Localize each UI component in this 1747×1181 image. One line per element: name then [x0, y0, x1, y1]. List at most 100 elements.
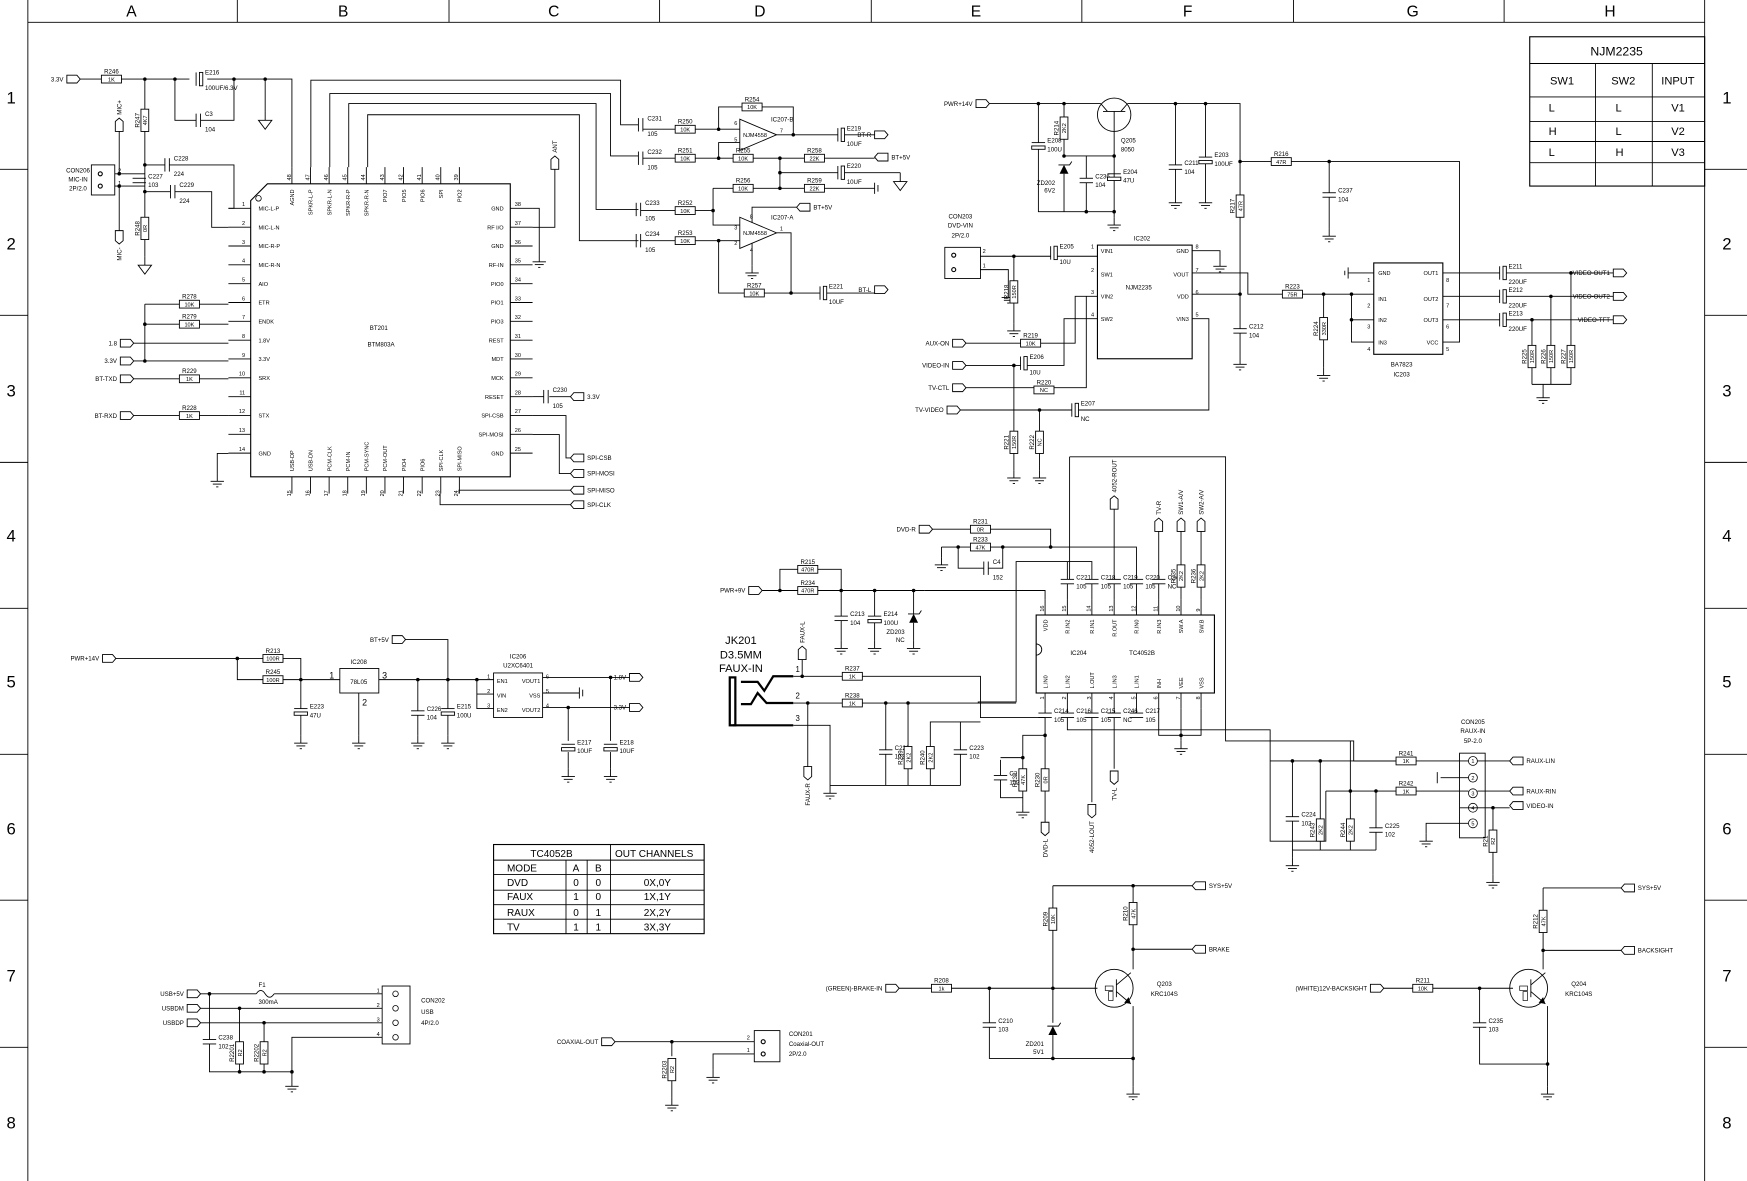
net-label[interactable]: VIDEO-IN	[1509, 801, 1554, 810]
net-label[interactable]: USBDM	[162, 1003, 202, 1013]
net-label[interactable]: VIDEO-OUT1	[1573, 268, 1628, 278]
net-label[interactable]: BT-R	[857, 130, 889, 140]
table-header: MODE	[507, 863, 537, 874]
net-label[interactable]: 1.8	[108, 338, 135, 348]
net-label[interactable]: MIC+	[114, 100, 124, 132]
net-label[interactable]: PWR+14V	[70, 654, 117, 663]
pin-number: 30	[515, 353, 521, 359]
pin-number: 6	[1154, 696, 1160, 699]
wire	[458, 489, 571, 494]
net-flag-icon	[102, 654, 117, 663]
net-label[interactable]: RAUX-RIN	[1509, 786, 1556, 796]
net-label[interactable]: BACKSIGHT	[1620, 946, 1673, 955]
net-label[interactable]: (GREEN)-BRAKE-IN	[826, 983, 900, 993]
junction-dot	[956, 545, 960, 549]
pin-number: 2	[1091, 268, 1094, 274]
net-label[interactable]: VIDEO-IN	[922, 361, 967, 370]
net-label[interactable]: SYS+5V	[1191, 881, 1233, 891]
net-label[interactable]: BT+5V	[370, 635, 407, 644]
net-label[interactable]: BT-RXD	[95, 411, 135, 420]
net-label[interactable]: TV-CTL	[928, 383, 967, 393]
net-name: SW2-A/V	[1198, 489, 1205, 515]
component-value: 10K	[749, 291, 759, 297]
net-name: AUX-ON	[925, 340, 949, 347]
component-ref: R236	[1190, 568, 1197, 583]
net-label[interactable]: VIDEO-TFT	[1578, 315, 1628, 325]
pin-label: VOUT	[1173, 272, 1189, 278]
net-label[interactable]: SPI-CSB	[569, 453, 612, 463]
column-label: E	[971, 4, 981, 21]
net-label[interactable]: PWR+14V	[944, 99, 990, 108]
net-label[interactable]: SW2-A/V	[1196, 489, 1206, 532]
net-label[interactable]: ANT	[550, 140, 560, 170]
ic-ic202: IC202NJM22351VIN18GND2SW17VOUT3VIN26VDD4…	[1091, 236, 1199, 360]
net-label[interactable]: SYS+5V	[1620, 883, 1662, 893]
pin-number: 13	[239, 428, 245, 434]
net-label[interactable]: BRAKE	[1191, 944, 1230, 954]
net-label[interactable]: TV-R	[1154, 500, 1164, 532]
net-label[interactable]: TV-L	[1109, 770, 1119, 801]
pin-label: PIO7	[383, 189, 389, 202]
net-label[interactable]: DVD-L	[1040, 821, 1050, 857]
component-value: 104	[205, 126, 216, 133]
net-label[interactable]: VIDEO-OUT2	[1573, 292, 1628, 301]
wire	[329, 93, 639, 168]
net-label[interactable]: SPI-MOSI	[569, 469, 615, 478]
net-label[interactable]: BT-L	[858, 285, 889, 295]
pin-number: 2	[796, 692, 800, 701]
pin-label: USB-DP	[290, 450, 296, 471]
net-label[interactable]: 3.3V	[51, 74, 81, 84]
net-label[interactable]: MIC-	[114, 230, 124, 261]
wire	[762, 106, 794, 135]
component-value: 102	[1385, 832, 1396, 839]
net-label[interactable]: SPI-CLK	[569, 500, 611, 510]
net-label[interactable]: (WHITE)12V-BACKSIGHT	[1295, 983, 1385, 993]
net-flag-icon	[569, 500, 585, 510]
net-label[interactable]: 4052-ROUT	[1109, 459, 1119, 510]
pin-number: 43	[380, 174, 386, 180]
net-label[interactable]: DVD-R	[896, 524, 934, 534]
net-label[interactable]: 3.3V	[104, 356, 135, 366]
wire	[1120, 103, 1128, 112]
junction-dot	[789, 291, 793, 295]
net-label[interactable]: BT+5V	[874, 152, 911, 162]
component-ref: E203	[1214, 152, 1229, 159]
wire	[1192, 272, 1283, 295]
net-label[interactable]: FAUX-L	[797, 621, 807, 661]
pin-number: 5	[1471, 822, 1474, 828]
net-label[interactable]: AUX-ON	[925, 338, 967, 348]
net-label[interactable]: BT-TXD	[95, 374, 135, 384]
row-label: 5	[1722, 672, 1731, 691]
net-name: TV-CTL	[928, 385, 950, 392]
pin-number: 8	[1446, 278, 1449, 284]
net-flag-icon	[1509, 801, 1524, 810]
net-label[interactable]: 4052-LOUT	[1087, 803, 1097, 853]
net-label[interactable]: TV-VIDEO	[915, 405, 961, 415]
table-cell: DVD	[507, 878, 528, 889]
net-label[interactable]: 1.8V	[614, 673, 644, 682]
net-label[interactable]: PWR+9V	[720, 586, 763, 595]
net-name: TV-L	[1111, 787, 1118, 801]
net-label[interactable]: 3.3V	[569, 392, 601, 401]
net-flag-icon	[1196, 517, 1206, 532]
net-label[interactable]: BT+5V	[796, 202, 833, 212]
component-value: 100U	[884, 620, 899, 627]
net-label[interactable]: COAXIAL-OUT	[557, 1037, 616, 1047]
net-label[interactable]: USB+5V	[160, 989, 202, 999]
net-label[interactable]: SPI-MISO	[569, 485, 615, 495]
net-label[interactable]: SW1-A/V	[1176, 489, 1186, 532]
net-label[interactable]: USBDP	[163, 1018, 202, 1028]
net-label[interactable]: 3.3V	[614, 703, 644, 712]
net-label[interactable]: RAUX-LIN	[1509, 756, 1555, 766]
net-label[interactable]: FAUX-R	[803, 766, 813, 806]
